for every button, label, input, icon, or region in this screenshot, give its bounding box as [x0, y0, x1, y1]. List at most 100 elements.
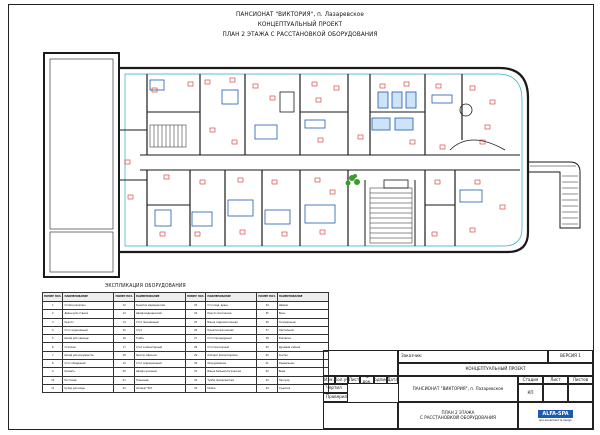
- sheet-title-line2: С РАССТАНОВКОЙ ОБОРУДОВАНИЯ: [420, 415, 496, 421]
- legend-item-number: 25: [184, 317, 207, 327]
- legend-item-number: 18: [113, 350, 135, 361]
- data-header: Дата: [387, 376, 398, 384]
- col-name-header: НАИМЕНОВАНИЕ: [62, 292, 115, 302]
- legend-item-name: Ростомер: [62, 375, 115, 385]
- title-project: КОНЦЕПТУАЛЬНЫЙ ПРОЕКТ: [257, 21, 343, 28]
- legend-item-name: Шкаф для документов: [62, 350, 115, 361]
- inner-outline: [124, 73, 523, 247]
- legend-item-number: 20: [113, 367, 135, 377]
- list-header: Лист: [348, 376, 360, 384]
- col-name-header: НАИМЕНОВАНИЕ: [205, 292, 258, 302]
- legend-item-name: Биде: [276, 367, 329, 377]
- legend-item-number: 6: [41, 342, 64, 352]
- legend-item-name: Умывальник: [276, 359, 329, 369]
- legend-item-number: 40: [256, 350, 278, 361]
- legend-item-name: Шкаф кухонный: [133, 367, 186, 377]
- legend-item-number: 33: [184, 383, 207, 394]
- legend-item-number: 41: [256, 359, 278, 369]
- sheet-title-line1: ПЛАН 2 ЭТАЖА: [441, 410, 475, 416]
- legend-item-name: Диван для отдыха: [62, 309, 115, 319]
- legend-item-name: Тумба прикроватная: [205, 375, 258, 385]
- legend-item-name: Стол процедурный: [205, 334, 258, 344]
- legend-item-number: 44: [256, 383, 278, 394]
- kol-header: Кол.уч: [335, 376, 348, 384]
- equipment-tags: [124, 77, 506, 237]
- col-num-header: НОМЕР ПОЗ.: [41, 292, 64, 302]
- col-name-header: НАИМЕНОВАНИЕ: [133, 292, 186, 302]
- legend-item-number: 1: [41, 300, 64, 311]
- legend-item-number: 24: [184, 309, 207, 319]
- plant-icon: [345, 174, 360, 186]
- legend-item-name: Писсуар: [276, 375, 329, 385]
- izm-header: Изм.: [323, 376, 335, 384]
- col-num-header: НОМЕР ПОЗ.: [113, 292, 135, 302]
- left-void: [49, 58, 114, 230]
- legend-item-name: Кушетка массажная: [205, 325, 258, 336]
- legend-item-name: Стул: [133, 325, 186, 336]
- legend-item-number: 14: [113, 317, 135, 327]
- podp-header: Подпись: [374, 376, 387, 384]
- legend-item-name: Тренажер: [133, 375, 186, 385]
- legend-item-number: 28: [184, 342, 207, 352]
- main-outline: [119, 66, 530, 254]
- sheet-title: ПЛАН 2 ЭТАЖА С РАССТАНОВКОЙ ОБОРУДОВАНИЯ: [398, 402, 518, 429]
- legend-item-number: 30: [184, 359, 207, 369]
- legend-item-number: 26: [184, 325, 207, 336]
- col-num-header: НОМЕР ПОЗ.: [184, 292, 207, 302]
- legend-item-number: 7: [41, 350, 64, 361]
- project-label: КОНЦЕПТУАЛЬНЫЙ ПРОЕКТ: [398, 363, 593, 376]
- legend-item-name: Стул мед. вращ.: [205, 300, 258, 311]
- legend-item-name: Стойка ресепшн: [62, 300, 115, 311]
- legend-item-name: Стол массажный: [205, 342, 258, 352]
- legend-item-number: 5: [41, 334, 64, 344]
- legend-item-number: 11: [41, 383, 64, 394]
- legend-item-name: Стол обеденный: [62, 359, 115, 369]
- legend-item-name: Ширма: [276, 300, 329, 311]
- col-name-header: НАИМЕНОВАНИЕ: [276, 292, 329, 302]
- legend-item-number: 16: [113, 334, 135, 344]
- legend-item-name: Стол операционный: [133, 359, 186, 369]
- legend-title: ЭКСПЛИКАЦИЯ ОБОРУДОВАНИЯ: [105, 283, 186, 289]
- equipment-legend-table: НОМЕР ПОЗ. НАИМЕНОВАНИЕ НОМЕР ПОЗ. НАИМЕ…: [41, 292, 329, 394]
- sheet-value: [543, 384, 568, 402]
- brand-name: ALFA-SPA: [538, 409, 573, 418]
- legend-item-name: Кровать: [62, 367, 115, 377]
- legend-item-name: Кресло массажное: [205, 309, 258, 319]
- legend-item-name: Холодильник: [276, 317, 329, 327]
- legend-item-number: 3: [41, 317, 64, 327]
- title-plan: ПЛАН 2 ЭТАЖА С РАССТАНОВКОЙ ОБОРУДОВАНИЯ: [222, 31, 378, 38]
- stage-value: КП: [518, 384, 543, 402]
- legend-item-number: 10: [41, 375, 64, 385]
- legend-item-name: Душевая кабина: [276, 342, 329, 352]
- legend-item-number: 43: [256, 375, 278, 385]
- left-lower: [49, 231, 114, 273]
- legend-item-name: Кулер для воды: [62, 383, 115, 394]
- legend-item-number: 23: [184, 300, 207, 311]
- ndoc-header: N док.: [360, 376, 374, 384]
- legend-item-name: Шкаф медицинский: [133, 309, 186, 319]
- version-label: ВЕРСИЯ 1: [548, 350, 593, 363]
- col-num-header: НОМЕР ПОЗ.: [256, 292, 278, 302]
- legend-item-number: 8: [41, 359, 64, 369]
- legend-item-number: 31: [184, 367, 207, 377]
- legend-item-name: Стол письменный: [133, 317, 186, 327]
- legend-item-name: Шкаф для одежды: [62, 334, 115, 344]
- legend-item-name: Сушилка: [276, 383, 329, 394]
- legend-item-name: Унитаз: [276, 350, 329, 361]
- legend-item-number: 21: [113, 375, 135, 385]
- legend-item-name: Весы: [276, 309, 329, 319]
- legend-item-number: 29: [184, 350, 207, 361]
- customer-label: Заказчик:: [398, 350, 548, 363]
- legend-item-name: Аппарат физиотерапии: [205, 350, 258, 361]
- sheet-frame: [8, 4, 594, 430]
- brand-logo: ALFA-SPA spa equipment & design: [518, 402, 593, 429]
